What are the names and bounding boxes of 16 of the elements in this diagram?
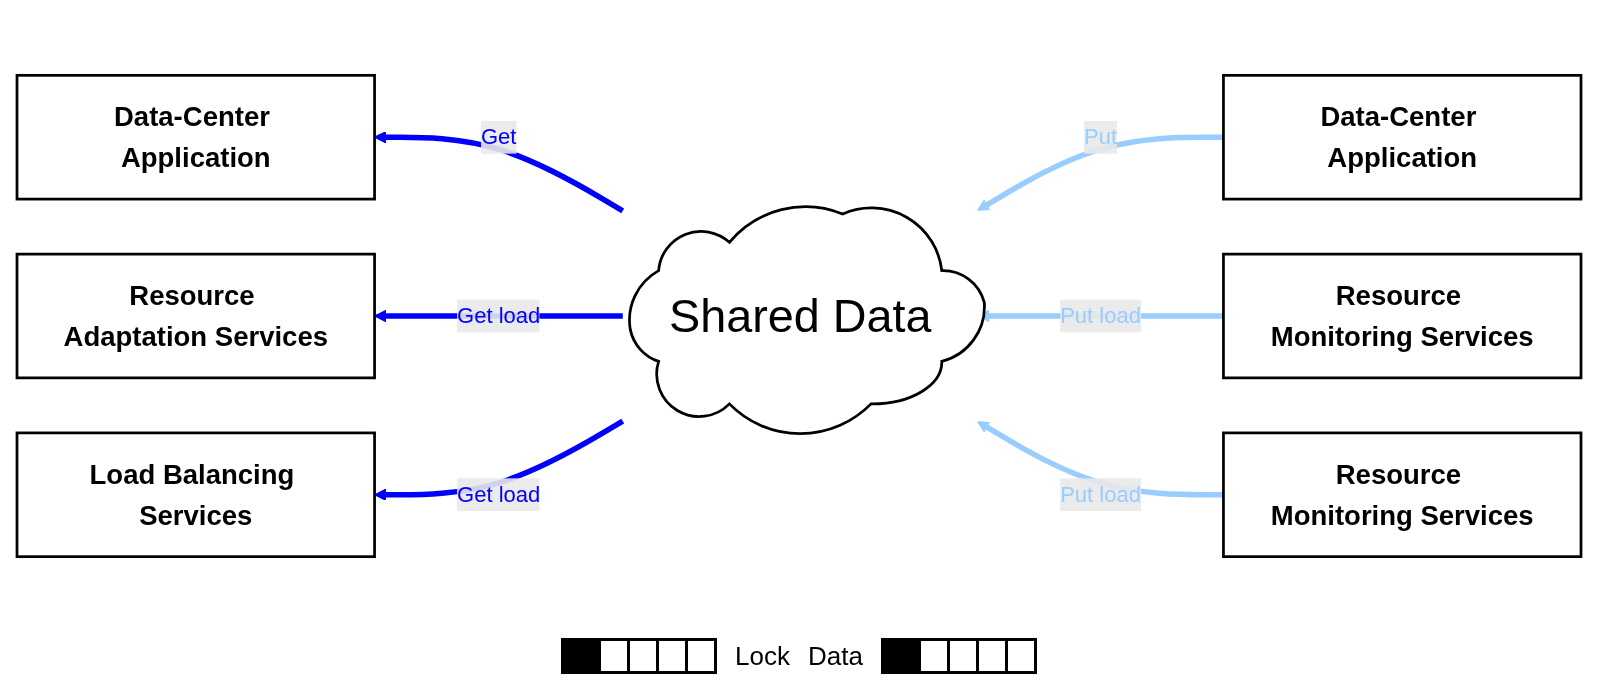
node-box: Resource Adaptation Services — [15, 252, 376, 380]
edge-label: Put — [1084, 124, 1118, 149]
edge-label: Put load — [1060, 482, 1141, 506]
edge-label: Get load — [457, 482, 541, 506]
text-label: Data — [808, 640, 863, 672]
node-box: Data-Center Application — [15, 73, 376, 201]
arrow — [374, 131, 625, 214]
edge-label: Get load — [457, 303, 541, 327]
node-box: Resource Monitoring Services — [1222, 252, 1583, 380]
arrow — [977, 134, 1224, 211]
node-box: Data-Center Application — [1222, 73, 1583, 201]
node-box: Resource Monitoring Services — [1222, 431, 1583, 559]
edge-label: Put load — [1060, 303, 1141, 327]
text-label: Lock — [735, 640, 790, 672]
node-box: Load Balancing Services — [15, 431, 376, 559]
edge-label: Get — [480, 124, 517, 149]
